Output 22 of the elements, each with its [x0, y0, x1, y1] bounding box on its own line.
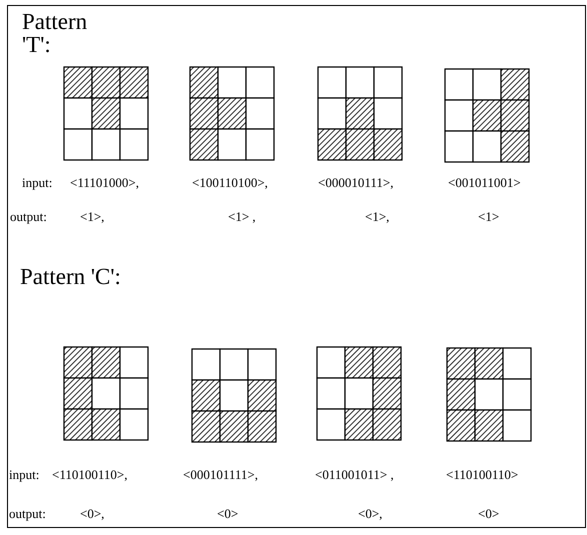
bit-vector-text: <100110100>,	[192, 176, 268, 189]
bit-vector-text: input:	[22, 176, 52, 189]
bit-vector-text: <11101000>,	[70, 176, 139, 189]
bit-vector-text: <1>,	[365, 210, 390, 223]
bit-vector-text: <000101111>,	[183, 468, 258, 481]
bit-vector-text: <1>	[478, 210, 500, 223]
bit-vector-text: input:	[9, 468, 40, 481]
section-heading: Pattern 'T':	[22, 10, 88, 56]
bit-vector-text: <110100110>	[446, 468, 518, 481]
bit-vector-text: <0>,	[358, 507, 382, 520]
bit-vector-text: <0>,	[80, 507, 104, 520]
bit-vector-text: <0>	[478, 507, 500, 520]
bit-vector-text: output:	[9, 507, 46, 520]
bit-vector-text: output:	[10, 210, 47, 223]
section-heading: Pattern 'C':	[20, 265, 121, 288]
bit-vector-text: <011001011> ,	[315, 468, 394, 481]
bit-vector-text: <001011001>	[448, 176, 521, 189]
bit-vector-text: <1>,	[80, 210, 104, 223]
bit-vector-text: <1> ,	[228, 210, 256, 223]
bit-vector-text: <110100110>,	[52, 468, 128, 481]
bit-vector-text: <000010111>,	[318, 176, 394, 189]
bit-vector-text: <0>	[217, 507, 238, 520]
